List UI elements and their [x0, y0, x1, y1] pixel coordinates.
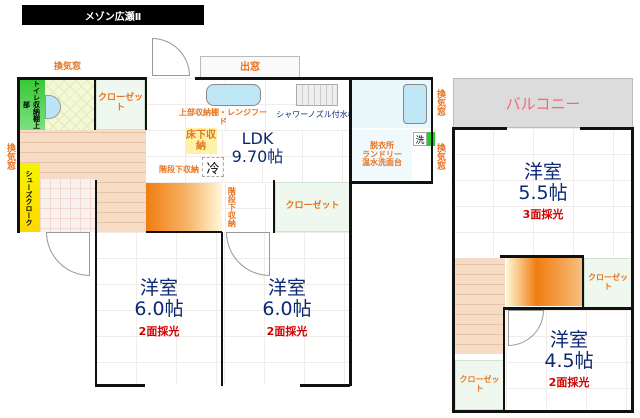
bedroom-4: 洋室 4.5帖 2面採光 — [506, 310, 632, 410]
closet-3: クローゼット — [584, 258, 632, 308]
balcony: バルコニー — [453, 78, 633, 128]
wall — [146, 231, 222, 233]
stairs-1f — [146, 183, 222, 232]
wall — [452, 410, 634, 413]
washroom: 脱衣所 ランドリー 温水洗面台 — [352, 130, 412, 180]
wall — [17, 77, 147, 80]
fridge: 冷 — [202, 157, 224, 177]
title-bar: メゾン広瀬Ⅱ — [22, 5, 204, 25]
label-ventilation-wash: 換気窓 — [434, 142, 445, 170]
label-ventilation-top: 換気窓 — [53, 62, 81, 73]
wall — [452, 127, 455, 412]
sink-icon — [206, 84, 261, 106]
door[interactable] — [46, 232, 90, 276]
entrance-door[interactable] — [152, 38, 190, 76]
stove-icon — [296, 84, 338, 106]
wall — [95, 384, 145, 387]
entrance-tile — [40, 178, 95, 232]
bedroom-1: 洋室 6.0帖 2面採光 — [96, 232, 222, 385]
bedroom-3: 洋室 5.5帖 3面採光 — [453, 128, 633, 256]
wall — [631, 127, 634, 412]
bedroom-2: 洋室 6.0帖 2面採光 — [224, 232, 350, 385]
hallway-2f — [455, 258, 505, 354]
wall — [145, 77, 147, 130]
washer-icon: 洗 — [413, 132, 427, 146]
label-shower-faucet: シャワーノズル付水栓 — [276, 109, 356, 119]
stairs-2f — [506, 258, 583, 306]
label-upper-storage: 上部収納棚・レンジフード — [179, 108, 267, 126]
underfloor-storage: 床下収納 — [185, 128, 217, 154]
wall — [580, 127, 634, 130]
closet-4: クローゼット — [455, 360, 504, 410]
label-ventilation-left: 換気窓 — [4, 142, 15, 170]
bathtub-icon — [403, 84, 427, 124]
wall — [503, 307, 633, 310]
ldk-floor-right — [222, 130, 350, 182]
wall — [17, 77, 20, 233]
label-ventilation-bath: 換気窓 — [434, 88, 445, 116]
wall — [349, 78, 352, 386]
under-stairs-storage-2: 階段下収納 — [227, 187, 237, 227]
closet-2: クローゼット — [275, 182, 350, 232]
wall — [300, 384, 350, 387]
wall — [582, 255, 584, 309]
wall — [350, 181, 433, 184]
shoes-cloak: シューズクローク — [18, 163, 40, 232]
label-bay-window: 出窓 — [240, 61, 260, 73]
wall — [273, 180, 275, 233]
wall — [195, 77, 432, 80]
closet-1: クローゼット — [96, 78, 145, 130]
building-name: メゾン広瀬Ⅱ — [84, 11, 142, 23]
wall — [94, 77, 96, 130]
wall — [221, 232, 223, 386]
toilet-shelf: トイレ収納棚上部 — [18, 78, 45, 130]
under-stairs-storage-1: 階段下収納 — [159, 164, 199, 174]
wall — [431, 77, 433, 183]
wall — [95, 180, 97, 386]
wall — [503, 307, 505, 411]
wall — [452, 127, 507, 130]
ldk-room: LDK 9.70帖 — [231, 129, 284, 166]
wall — [500, 255, 582, 258]
